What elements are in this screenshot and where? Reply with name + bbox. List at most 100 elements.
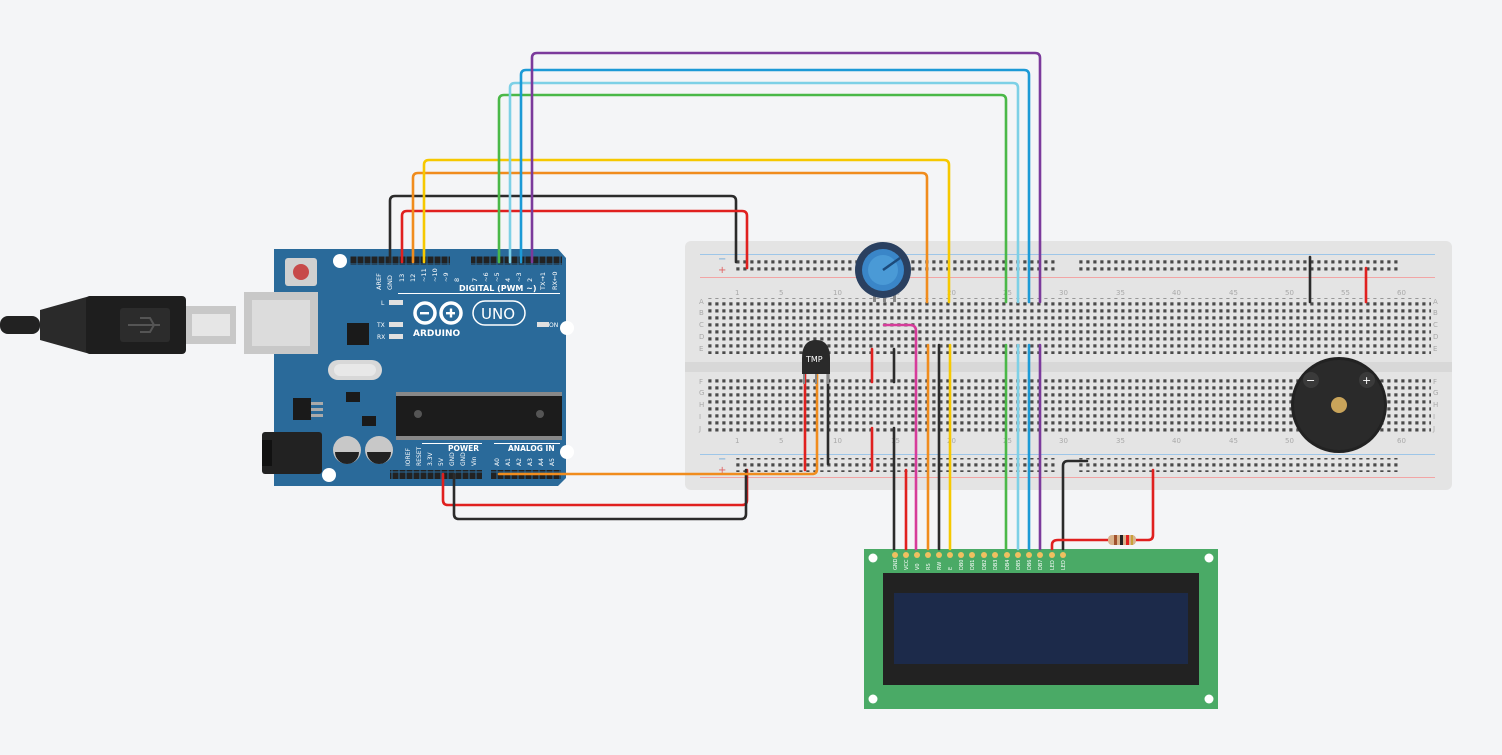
atmega-microcontroller	[396, 396, 562, 436]
wire-lcd-led-gnd[interactable]	[1061, 459, 1089, 551]
wire-magenta-v0[interactable]	[882, 323, 918, 551]
svg-text:~11: ~11	[420, 268, 428, 282]
wire-lightblue-4[interactable]	[508, 81, 1020, 304]
mounting-hole	[560, 445, 574, 459]
svg-text:50: 50	[1285, 437, 1294, 445]
rx-led	[389, 334, 403, 339]
svg-text:DB6: DB6	[1027, 560, 1033, 570]
mounting-hole	[322, 468, 336, 482]
lcd-16x2-display[interactable]: GND VCC V0 RS RW E DB0 DB1 DB2 DB3 DB4 D…	[864, 549, 1218, 709]
svg-text:GND: GND	[460, 452, 467, 466]
svg-text:I: I	[1433, 413, 1435, 421]
svg-text:DB3: DB3	[993, 560, 999, 570]
piezo-buzzer[interactable]: − +	[1291, 357, 1387, 453]
svg-text:40: 40	[1172, 289, 1181, 297]
svg-text:RS: RS	[926, 563, 932, 570]
svg-text:DB5: DB5	[1016, 560, 1022, 570]
capacitor	[333, 436, 361, 464]
svg-text:60: 60	[1397, 289, 1406, 297]
svg-text:55: 55	[1341, 289, 1350, 297]
analog-in-label: ANALOG IN	[508, 444, 555, 453]
svg-text:30: 30	[1059, 437, 1068, 445]
svg-text:H: H	[699, 401, 704, 409]
tmp36-temperature-sensor[interactable]: TMP	[802, 340, 830, 384]
svg-text:8: 8	[453, 278, 461, 282]
svg-text:60: 60	[1397, 437, 1406, 445]
wire-yellow-11[interactable]	[422, 158, 951, 304]
arduino-uno-board[interactable]: AREF GND 13 12 ~11 ~10 ~9 8 7 ~6 ~5 4 ~3…	[244, 249, 574, 486]
header-pins-top-left[interactable]	[350, 256, 450, 265]
column-numbers: 1 5 10 15 20 25 30 35 40 45 50 55 60 1 5…	[735, 289, 1406, 445]
mounting-hole	[1204, 553, 1214, 563]
potentiometer[interactable]	[855, 242, 911, 302]
wire-orange-a0[interactable]	[497, 370, 819, 476]
wire-purple-2[interactable]	[530, 51, 1042, 304]
svg-text:E: E	[1433, 345, 1437, 353]
svg-text:1: 1	[735, 437, 739, 445]
wires[interactable]	[388, 51, 1368, 551]
wire-black-gnd-bottom[interactable]	[452, 468, 748, 521]
svg-text:A2: A2	[516, 458, 523, 466]
svg-text:GND: GND	[893, 558, 899, 570]
mounting-hole	[333, 254, 347, 268]
svg-text:H: H	[1433, 401, 1438, 409]
mounting-hole	[868, 553, 878, 563]
svg-text:Vin: Vin	[471, 456, 478, 466]
l-led	[389, 300, 403, 305]
lcd-pin-pads[interactable]	[892, 552, 1066, 558]
header-pins-top-right[interactable]	[471, 256, 562, 265]
arduino-logo-icon	[413, 301, 463, 325]
capacitor	[365, 436, 393, 464]
svg-text:A: A	[699, 298, 704, 306]
svg-text:J: J	[1432, 425, 1435, 433]
svg-text:D: D	[1433, 333, 1438, 341]
svg-text:45: 45	[1229, 289, 1238, 297]
arduino-logo-text: ARDUINO	[413, 329, 461, 339]
wire-blue-3[interactable]	[519, 68, 1031, 304]
wire-red-13[interactable]	[400, 209, 749, 270]
wire-green-5[interactable]	[497, 93, 1008, 304]
svg-text:DB7: DB7	[1038, 560, 1044, 570]
header-pins-power[interactable]	[390, 470, 482, 479]
svg-text:2: 2	[526, 278, 534, 282]
svg-text:1: 1	[735, 289, 739, 297]
tmp-label: TMP	[805, 355, 823, 364]
svg-text:B: B	[699, 309, 704, 317]
svg-text:A0: A0	[494, 458, 501, 466]
lcd-pin-labels: GND VCC V0 RS RW E DB0 DB1 DB2 DB3 DB4 D…	[893, 558, 1067, 570]
svg-text:E: E	[948, 567, 954, 570]
power-label: POWER	[448, 444, 479, 453]
digital-pwm-label: DIGITAL (PWM ~)	[459, 284, 537, 293]
svg-text:VCC: VCC	[904, 559, 910, 570]
l-led-label: L	[381, 300, 385, 307]
svg-text:45: 45	[1229, 437, 1238, 445]
lcd-screen	[894, 593, 1188, 664]
svg-text:~6: ~6	[482, 272, 490, 282]
reset-button[interactable]	[285, 258, 317, 286]
mounting-hole	[560, 321, 574, 335]
usb-cable[interactable]	[0, 296, 236, 354]
svg-text:15: 15	[891, 437, 900, 445]
svg-text:35: 35	[1116, 289, 1125, 297]
svg-text:25: 25	[1003, 289, 1012, 297]
wire-lcd-led-anode[interactable]	[1050, 468, 1155, 551]
svg-text:G: G	[1433, 389, 1438, 397]
row-letters: A B C D E F G H I J A B C D E F G H I J	[698, 298, 1438, 433]
svg-text:IOREF: IOREF	[405, 448, 412, 466]
rail-plus-sign: +	[718, 465, 726, 476]
svg-text:50: 50	[1285, 289, 1294, 297]
wire-black-gnd[interactable]	[388, 194, 738, 264]
wire-orange-12[interactable]	[411, 171, 929, 304]
rail-plus-sign: +	[718, 265, 726, 276]
knob-pointer-icon	[882, 256, 901, 272]
on-led	[537, 322, 549, 327]
svg-text:G: G	[699, 389, 704, 397]
power-jack	[262, 432, 322, 474]
resistor[interactable]	[1108, 535, 1136, 545]
mounting-hole	[1204, 694, 1214, 704]
rail-minus-sign: −	[718, 254, 726, 265]
svg-text:TX→1: TX→1	[539, 272, 547, 291]
svg-text:E: E	[699, 345, 703, 353]
svg-text:DB4: DB4	[1005, 560, 1011, 570]
